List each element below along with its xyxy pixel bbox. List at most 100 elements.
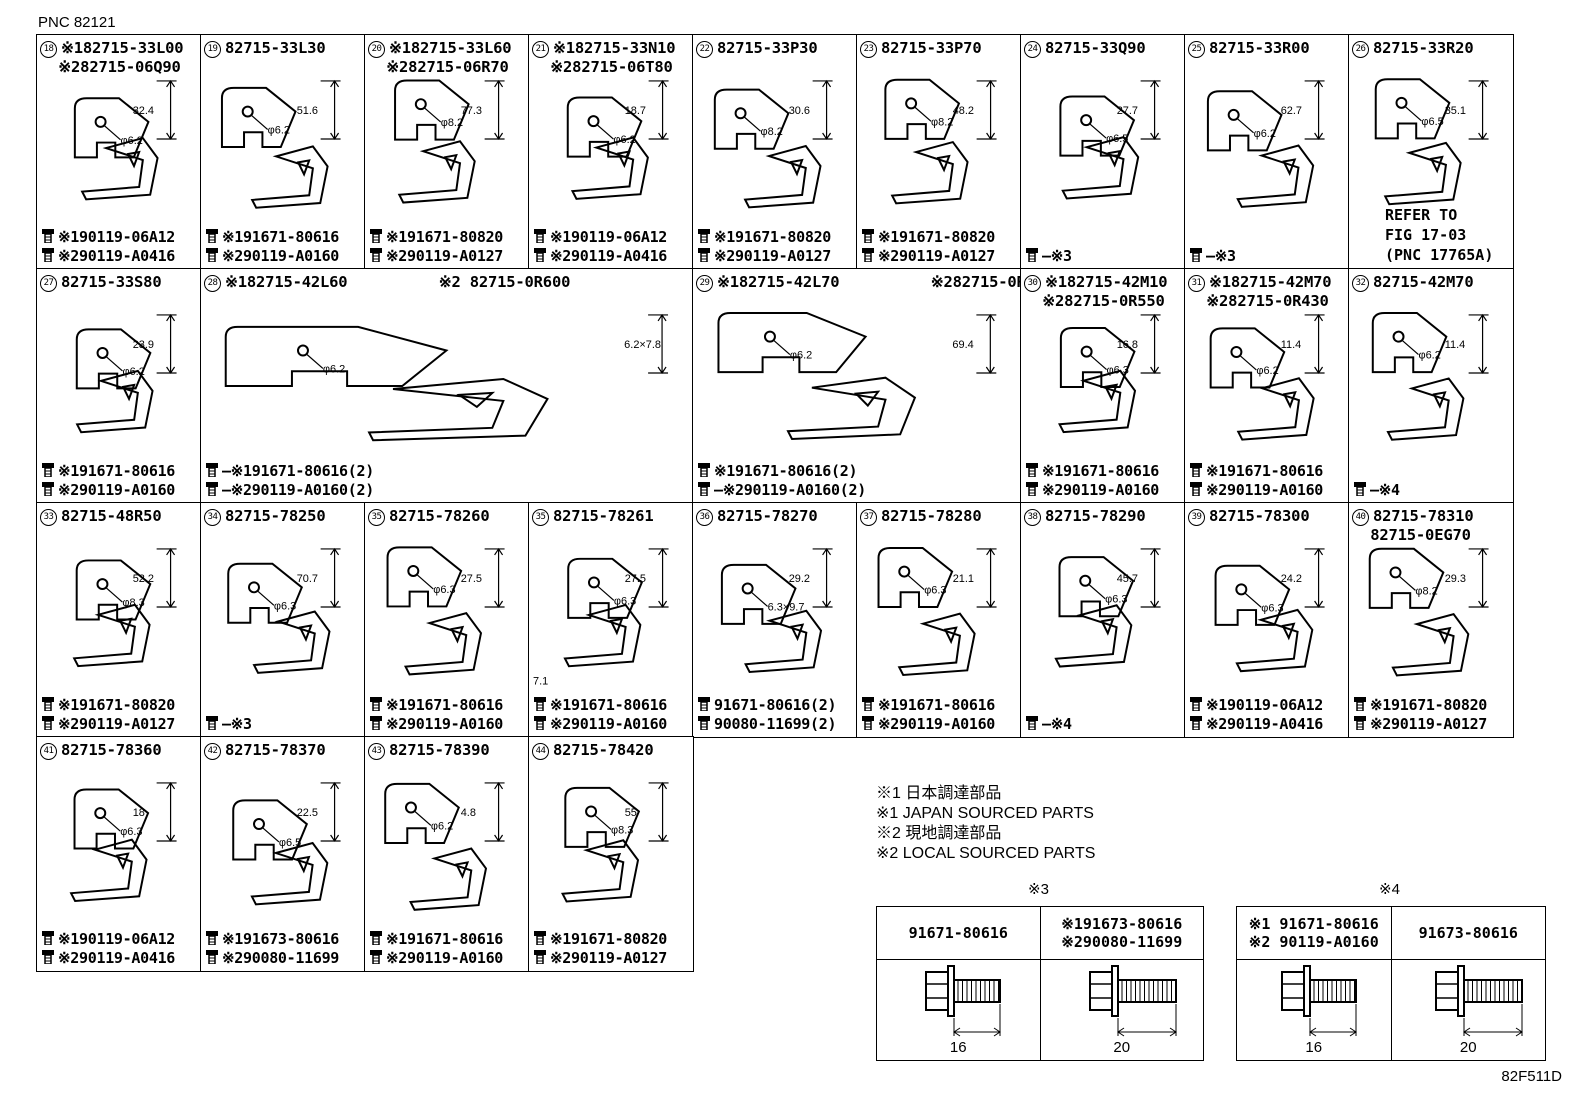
bolt-line: ※290119-A0160 (1025, 481, 1183, 500)
dimension-line (976, 79, 997, 141)
dimension-label: 16.8 (1117, 339, 1138, 351)
fastener-image-cell: 20 (1039, 959, 1204, 1061)
hole-diameter-label: φ6.2 (613, 134, 635, 146)
bolt-icon (534, 696, 546, 711)
bolt-part-number: ※191671-80616 (1206, 461, 1324, 480)
dimension-label: 11.4 (1445, 339, 1466, 351)
bolt-part-number: ※290119-A0160 (222, 246, 340, 265)
slot-triangle (607, 852, 622, 871)
flange-bolt-icon (1088, 965, 1177, 1037)
bracket-lower (1386, 377, 1465, 441)
bolt-part-number: ※191671-80820 (550, 929, 668, 948)
hole-diameter-label: φ6.3 (1105, 594, 1127, 606)
bolt-part-number: ※191673-80616 (222, 929, 340, 948)
hole-diameter-label: φ6.2 (121, 135, 143, 147)
fastener-part-cell: ※191673-80616※290080-11699 (1039, 906, 1204, 960)
bracket-svg: 62.7φ6.2 (1206, 79, 1325, 208)
dimension-line (1140, 313, 1161, 375)
part-number-header: 18※182715-33L00 ※282715-06Q90 (40, 39, 199, 76)
bracket-svg: 51.6φ6.2 (220, 79, 341, 209)
part-number: ※282715-0R430 (1206, 292, 1329, 310)
bolt-part-number: ※191671-80820 (878, 227, 996, 246)
bolt-line: —※290119-A0160(2) (205, 481, 691, 500)
dimension-label: 22.5 (297, 807, 318, 819)
bracket-svg: 48.2φ8.2 (884, 78, 997, 205)
bracket-svg: 70.7φ6.3 (227, 547, 341, 674)
fastener-part-cell: ※1 91671-80616※2 90119-A0160 (1236, 906, 1392, 960)
bracket-drawing: 27.7 φ6.5 (1021, 69, 1185, 225)
bolt-icon (206, 462, 218, 477)
bolt-line: 90080-11699(2) (697, 715, 855, 734)
bolt-part-number: ※191671-80616(2) (714, 461, 858, 480)
bracket-lower (1235, 608, 1314, 673)
bolt-part-number: ※290119-A0416 (58, 246, 176, 265)
slot-triangle (790, 623, 805, 642)
bolt-part-number: ※191671-80616 (550, 695, 668, 714)
mounting-hole (741, 582, 754, 595)
bracket-outline (1214, 564, 1291, 626)
dimension-label: 11.4 (1281, 339, 1302, 351)
leader-line (262, 827, 280, 843)
bolt-icon (42, 247, 54, 262)
mounting-hole (407, 565, 420, 577)
slot-triangle (789, 158, 804, 177)
bracket-svg: 27.5φ6.37.1 (533, 547, 669, 688)
mounting-hole (1230, 346, 1243, 358)
bolt-icon (1190, 696, 1202, 711)
part-number: 82715-78360 (61, 741, 162, 759)
slot-triangle (296, 855, 311, 874)
fastener-table-title: ※3 (1028, 881, 1049, 898)
bolt-part-number: —※3 (1042, 246, 1072, 265)
leader-line (1240, 355, 1257, 371)
hole-diameter-label: φ6.5 (1106, 133, 1128, 145)
dimension-line (484, 547, 505, 609)
part-number-header: 20※182715-33L60 ※282715-06R70 (368, 39, 527, 76)
fastener-length: 20 (1113, 1039, 1131, 1056)
bracket-outline (386, 546, 463, 608)
bolt-icon (206, 481, 218, 496)
bolt-line: ※191671-80820 (41, 696, 199, 715)
slot-triangle (1107, 149, 1122, 168)
fastener-part-number: ※2 90119-A0160 (1248, 933, 1379, 951)
legend-line: ※2 現地調達部品 (876, 825, 1002, 842)
bracket-svg: 29.26.3×9.7 (720, 547, 833, 674)
hole-diameter-label: φ6.2 (268, 124, 290, 136)
bracket-lower (786, 376, 917, 441)
bracket-lower (403, 611, 483, 676)
part-number: ※282715-06R70 (386, 58, 509, 76)
bolt-icon (42, 696, 54, 711)
callout-number: 30 (1024, 275, 1041, 292)
bolt-line: ※290119-A0416 (533, 247, 691, 266)
bolt-line: —※3 (1189, 247, 1347, 266)
dimension-label: 27.7 (1117, 105, 1138, 117)
bolt-list: ※191671-80820※290119-A0127 (1353, 696, 1511, 734)
mounting-hole (763, 330, 776, 343)
bracket-outline (75, 559, 152, 621)
dimension-line (156, 781, 177, 843)
bolt-part-number: ※290119-A0127 (714, 246, 832, 265)
callout-number: 26 (1352, 41, 1369, 58)
leader-line (1402, 340, 1419, 356)
bolt-line: ※290119-A0127 (697, 247, 855, 266)
bracket-svg: 30.6φ8.2 (713, 79, 833, 209)
mounting-hole (96, 346, 109, 359)
bolt-part-number: ※290119-A0160 (58, 480, 176, 499)
bracket-outline (1368, 547, 1445, 609)
bolt-line: —※191671-80616(2) (205, 462, 691, 481)
